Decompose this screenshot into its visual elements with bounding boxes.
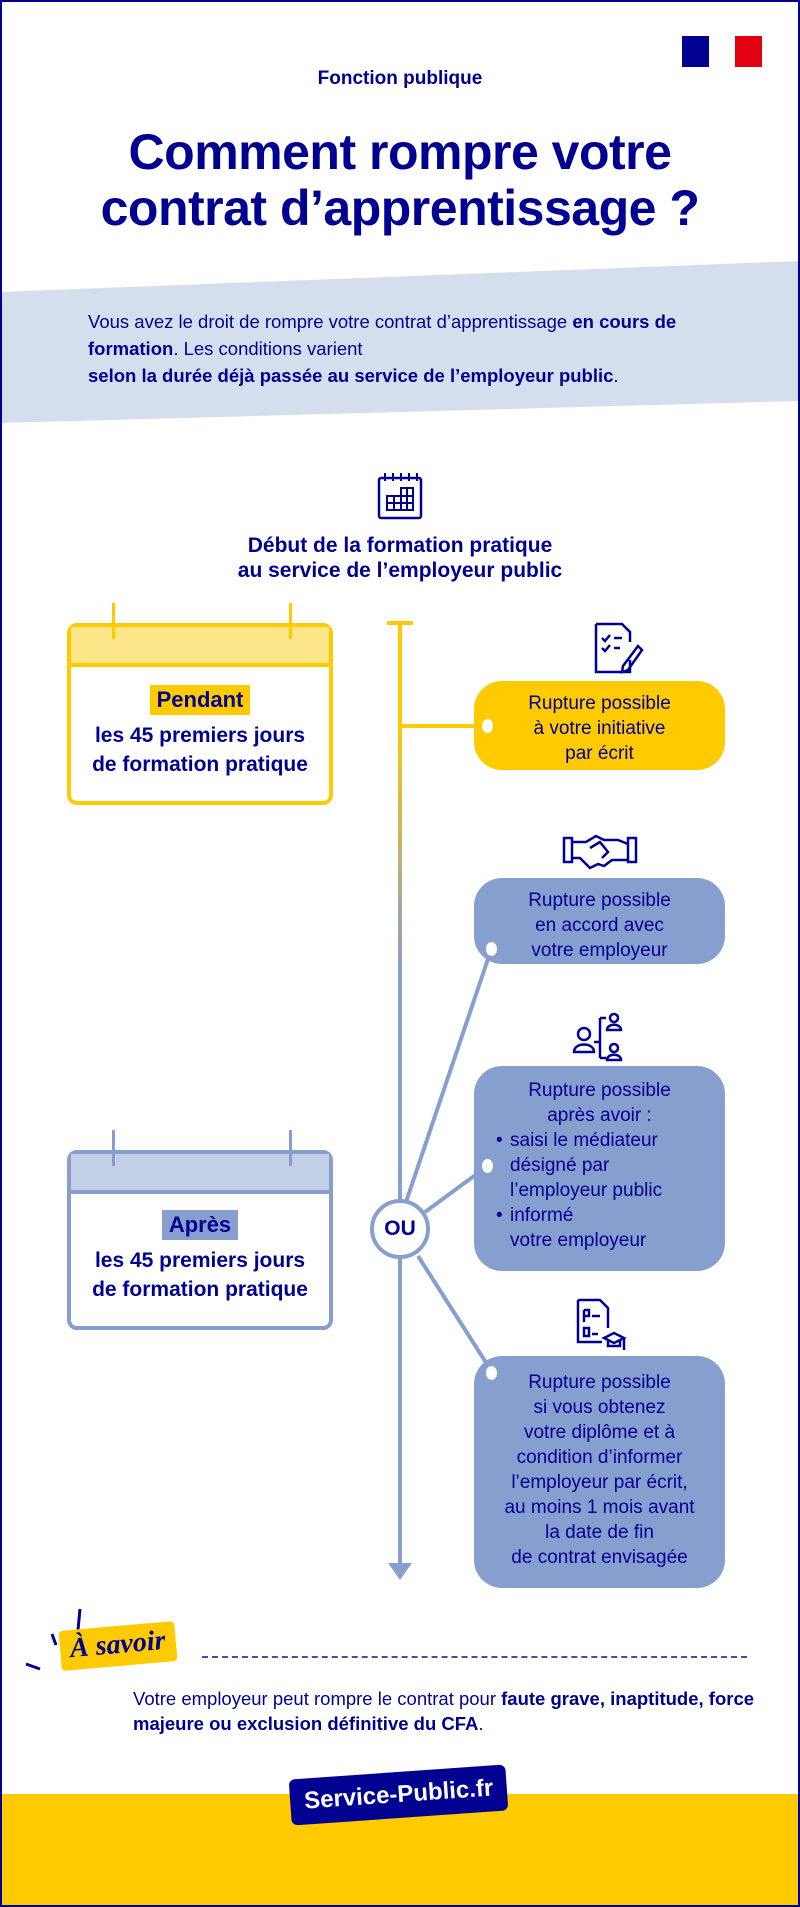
category-label: Fonction publique — [317, 68, 483, 89]
diploma-icon — [576, 1298, 627, 1350]
page-title: Comment rompre votre contrat d’apprentis… — [0, 124, 800, 236]
republique-francaise-logo — [682, 36, 763, 67]
handshake-icon — [562, 834, 638, 870]
timeline-axis — [398, 623, 402, 1563]
title-line-2: contrat d’apprentissage ? — [100, 180, 700, 236]
connector-dot — [482, 1159, 493, 1173]
title-line-1: Comment rompre votre — [128, 124, 672, 180]
a-savoir-text: Votre employeur peut rompre le contrat p… — [133, 1688, 755, 1734]
checklist-pen-icon — [594, 622, 644, 674]
sparkle-icon — [25, 1608, 82, 1671]
connector-dot — [482, 719, 493, 733]
connector-1 — [404, 949, 493, 1203]
intro-band — [0, 261, 800, 423]
mediator-icon — [572, 1012, 623, 1062]
connector-dot — [486, 942, 497, 956]
connector-dot — [486, 1366, 497, 1380]
period-highlight: Après — [161, 1210, 239, 1240]
or-badge: OU — [370, 1199, 430, 1259]
intro-text: Vous avez le droit de rompre votre contr… — [88, 311, 677, 386]
dashed-divider — [202, 1656, 747, 1658]
calendar-icon — [377, 473, 423, 520]
timeline-arrow — [388, 1563, 412, 1580]
period-highlight: Pendant — [149, 685, 251, 715]
connector-3 — [416, 1254, 494, 1374]
